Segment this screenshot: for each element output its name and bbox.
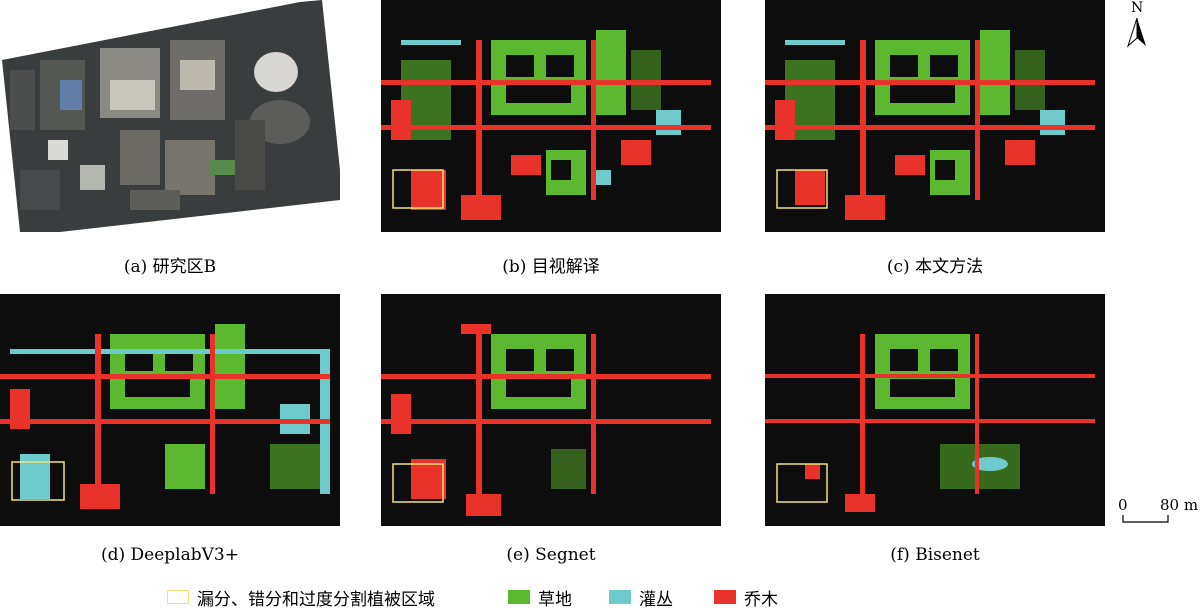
north-arrow-icon [1126,17,1146,48]
north-label: N [1131,0,1144,16]
highlight-box [392,463,444,503]
scale-bar-start: 0 [1118,496,1128,514]
legend-label-grass: 草地 [538,589,572,610]
caption-c: (c) 本文方法 [886,257,984,277]
legend-item-grass: 草地 [508,586,572,610]
highlight-box [776,169,828,209]
legend-item-highlight: 漏分、错分和过度分割植被区域 [167,586,435,610]
classification-map-f [765,294,1105,526]
caption-a: (a) 研究区B [123,257,217,277]
grass-regions [491,334,586,489]
shrub-regions [972,457,1008,471]
legend-label-highlight: 漏分、错分和过度分割植被区域 [197,589,435,610]
legend-swatch-grass [508,590,530,604]
panel-c-proposed-method [765,0,1105,232]
caption-e: (e) Segnet [506,545,596,565]
caption-d: (d) DeeplabV3+ [101,545,239,565]
classification-map-c [765,0,1105,232]
scale-bar-end: 80 m [1160,496,1199,514]
tree-regions [765,40,1095,220]
classification-map-d [0,294,340,526]
caption-f: (f) Bisenet [890,545,980,565]
panel-a-satellite-image [0,0,340,232]
classification-map-b [381,0,721,232]
legend-item-shrub: 灌丛 [609,586,673,610]
classification-map-e [381,294,721,526]
panel-e-segnet [381,294,721,526]
highlight-box [392,169,444,209]
tree-regions [0,334,330,509]
satellite-image [0,0,340,232]
legend-swatch-shrub [609,590,631,604]
panel-d-deeplabv3plus [0,294,340,526]
legend-item-tree: 乔木 [714,586,778,610]
legend-label-tree: 乔木 [744,589,778,610]
caption-b: (b) 目视解译 [502,257,600,277]
highlight-box [776,463,828,503]
highlight-box [11,461,65,501]
panel-b-visual-interpretation [381,0,721,232]
legend-swatch-tree [714,590,736,604]
shrub-regions [785,40,1065,135]
legend-swatch-outline [167,590,189,604]
tree-regions [765,334,1095,512]
scale-bar [1122,515,1169,523]
tree-regions [381,324,711,516]
panel-f-bisenet [765,294,1105,526]
grass-regions [401,30,661,195]
grass-regions [110,324,320,489]
legend-label-shrub: 灌丛 [639,589,673,610]
tree-regions [381,40,711,220]
